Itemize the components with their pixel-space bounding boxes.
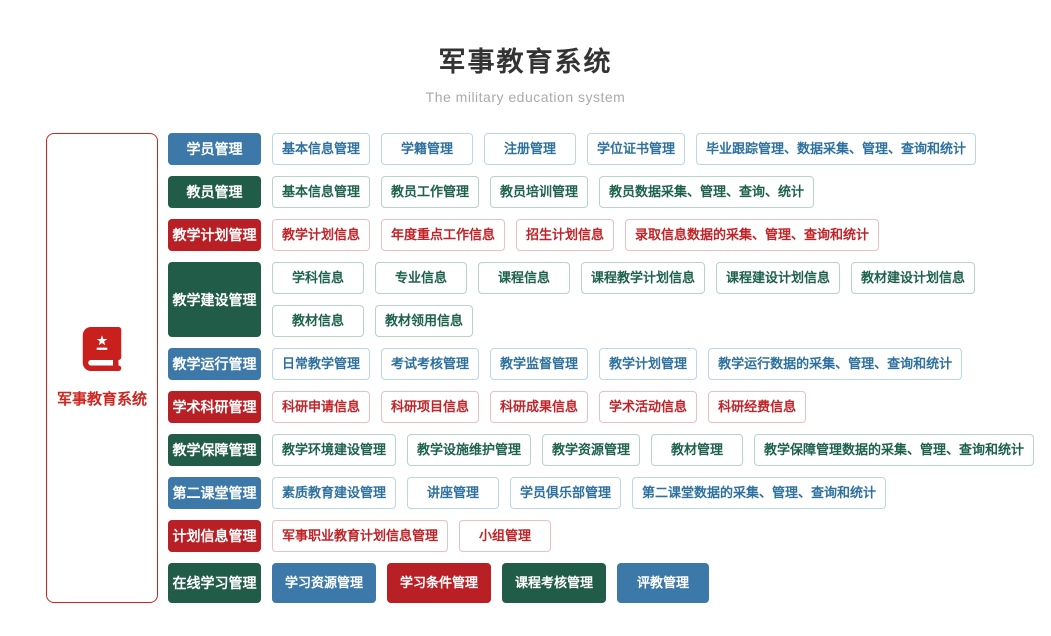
module-item-chip[interactable]: 教学计划管理 (599, 348, 698, 380)
module-lines-plan-information-management: 军事职业教育计划信息管理小组管理 (272, 520, 552, 552)
module-item-chip[interactable]: 学位证书管理 (587, 133, 686, 165)
module-item-chip[interactable]: 教员培训管理 (490, 176, 589, 208)
module-header-teaching-support-management[interactable]: 教学保障管理 (168, 434, 261, 466)
module-row-second-classroom-management: 第二课堂管理素质教育建设管理讲座管理学员俱乐部管理第二课堂数据的采集、管理、查询… (168, 477, 1034, 509)
book-star-icon (79, 327, 125, 376)
module-header-teaching-plan-management[interactable]: 教学计划管理 (168, 219, 261, 251)
module-item-chip[interactable]: 军事职业教育计划信息管理 (272, 520, 449, 552)
module-item-chip[interactable]: 课程信息 (478, 262, 570, 294)
module-header-plan-information-management[interactable]: 计划信息管理 (168, 520, 261, 552)
root-node-military-education-system: 军事教育系统 (46, 133, 158, 603)
module-item-chip[interactable]: 学习资源管理 (272, 563, 377, 603)
module-lines-online-learning-management: 学习资源管理学习条件管理课程考核管理评教管理 (272, 563, 710, 603)
page-subtitle: The military education system (425, 89, 626, 105)
module-item-chip[interactable]: 专业信息 (375, 262, 467, 294)
module-header-online-learning-management[interactable]: 在线学习管理 (168, 563, 261, 603)
module-item-chip[interactable]: 学习条件管理 (387, 563, 492, 603)
module-item-chip[interactable]: 小组管理 (459, 520, 552, 552)
module-item-chip[interactable]: 第二课堂数据的采集、管理、查询和统计 (632, 477, 887, 509)
module-line: 教学计划信息年度重点工作信息招生计划信息录取信息数据的采集、管理、查询和统计 (272, 219, 880, 251)
module-item-chip[interactable]: 录取信息数据的采集、管理、查询和统计 (625, 219, 880, 251)
module-line: 科研申请信息科研项目信息科研成果信息学术活动信息科研经费信息 (272, 391, 807, 423)
module-line: 日常教学管理考试考核管理教学监督管理教学计划管理教学运行数据的采集、管理、查询和… (272, 348, 963, 380)
module-item-chip[interactable]: 科研申请信息 (272, 391, 371, 423)
module-header-instructor-management[interactable]: 教员管理 (168, 176, 261, 208)
module-header-academic-research-management[interactable]: 学术科研管理 (168, 391, 261, 423)
module-item-chip[interactable]: 教材信息 (272, 305, 364, 337)
module-header-student-management[interactable]: 学员管理 (168, 133, 261, 165)
module-item-chip[interactable]: 学员俱乐部管理 (510, 477, 622, 509)
module-row-online-learning-management: 在线学习管理学习资源管理学习条件管理课程考核管理评教管理 (168, 563, 1034, 603)
module-item-chip[interactable]: 基本信息管理 (272, 133, 371, 165)
module-item-chip[interactable]: 教学计划信息 (272, 219, 371, 251)
module-line: 军事职业教育计划信息管理小组管理 (272, 520, 552, 552)
module-item-chip[interactable]: 教材领用信息 (375, 305, 474, 337)
module-lines-academic-research-management: 科研申请信息科研项目信息科研成果信息学术活动信息科研经费信息 (272, 391, 807, 423)
module-item-chip[interactable]: 学术活动信息 (599, 391, 698, 423)
module-item-chip[interactable]: 教学环境建设管理 (272, 434, 397, 466)
module-item-chip[interactable]: 学科信息 (272, 262, 364, 294)
module-line: 学习资源管理学习条件管理课程考核管理评教管理 (272, 563, 710, 603)
module-item-chip[interactable]: 考试考核管理 (381, 348, 480, 380)
module-item-chip[interactable]: 课程建设计划信息 (716, 262, 841, 294)
module-item-chip[interactable]: 素质教育建设管理 (272, 477, 397, 509)
module-item-chip[interactable]: 教学设施维护管理 (407, 434, 532, 466)
module-item-chip[interactable]: 课程考核管理 (502, 563, 607, 603)
module-item-chip[interactable]: 教员数据采集、管理、查询、统计 (599, 176, 815, 208)
module-lines-second-classroom-management: 素质教育建设管理讲座管理学员俱乐部管理第二课堂数据的采集、管理、查询和统计 (272, 477, 887, 509)
page-title: 军事教育系统 (438, 47, 613, 77)
module-line: 学科信息专业信息课程信息课程教学计划信息课程建设计划信息教材建设计划信息 (272, 262, 976, 294)
module-item-chip[interactable]: 科研经费信息 (708, 391, 807, 423)
module-item-chip[interactable]: 课程教学计划信息 (581, 262, 706, 294)
diagram-layout: 军事教育系统 学员管理基本信息管理学籍管理注册管理学位证书管理毕业跟踪管理、数据… (46, 133, 1035, 603)
module-item-chip[interactable]: 教学保障管理数据的采集、管理、查询和统计 (754, 434, 1035, 466)
module-item-chip[interactable]: 招生计划信息 (516, 219, 615, 251)
module-row-teaching-construction-management: 教学建设管理学科信息专业信息课程信息课程教学计划信息课程建设计划信息教材建设计划… (168, 262, 1034, 337)
page-header: 军事教育系统 The military education system (0, 0, 1051, 105)
module-line: 素质教育建设管理讲座管理学员俱乐部管理第二课堂数据的采集、管理、查询和统计 (272, 477, 887, 509)
module-lines-teaching-plan-management: 教学计划信息年度重点工作信息招生计划信息录取信息数据的采集、管理、查询和统计 (272, 219, 880, 251)
module-row-teaching-support-management: 教学保障管理教学环境建设管理教学设施维护管理教学资源管理教材管理教学保障管理数据… (168, 434, 1035, 466)
module-line: 基本信息管理学籍管理注册管理学位证书管理毕业跟踪管理、数据采集、管理、查询和统计 (272, 133, 977, 165)
module-item-chip[interactable]: 毕业跟踪管理、数据采集、管理、查询和统计 (696, 133, 977, 165)
module-rows: 学员管理基本信息管理学籍管理注册管理学位证书管理毕业跟踪管理、数据采集、管理、查… (168, 133, 1035, 603)
module-header-teaching-construction-management[interactable]: 教学建设管理 (168, 262, 261, 337)
module-lines-instructor-management: 基本信息管理教员工作管理教员培训管理教员数据采集、管理、查询、统计 (272, 176, 815, 208)
module-row-instructor-management: 教员管理基本信息管理教员工作管理教员培训管理教员数据采集、管理、查询、统计 (168, 176, 1034, 208)
module-line: 教材信息教材领用信息 (272, 305, 975, 337)
module-item-chip[interactable]: 基本信息管理 (272, 176, 371, 208)
module-header-teaching-operation-management[interactable]: 教学运行管理 (168, 348, 261, 380)
module-item-chip[interactable]: 学籍管理 (381, 133, 474, 165)
module-item-chip[interactable]: 教学运行数据的采集、管理、查询和统计 (708, 348, 963, 380)
module-row-academic-research-management: 学术科研管理科研申请信息科研项目信息科研成果信息学术活动信息科研经费信息 (168, 391, 1034, 423)
module-item-chip[interactable]: 教材管理 (651, 434, 744, 466)
module-header-second-classroom-management[interactable]: 第二课堂管理 (168, 477, 261, 509)
module-lines-student-management: 基本信息管理学籍管理注册管理学位证书管理毕业跟踪管理、数据采集、管理、查询和统计 (272, 133, 977, 165)
module-item-chip[interactable]: 日常教学管理 (272, 348, 371, 380)
module-item-chip[interactable]: 讲座管理 (407, 477, 500, 509)
module-lines-teaching-operation-management: 日常教学管理考试考核管理教学监督管理教学计划管理教学运行数据的采集、管理、查询和… (272, 348, 963, 380)
module-item-chip[interactable]: 教员工作管理 (381, 176, 480, 208)
module-row-student-management: 学员管理基本信息管理学籍管理注册管理学位证书管理毕业跟踪管理、数据采集、管理、查… (168, 133, 1034, 165)
module-item-chip[interactable]: 教学资源管理 (542, 434, 641, 466)
module-item-chip[interactable]: 注册管理 (484, 133, 577, 165)
module-lines-teaching-support-management: 教学环境建设管理教学设施维护管理教学资源管理教材管理教学保障管理数据的采集、管理… (272, 434, 1035, 466)
module-item-chip[interactable]: 年度重点工作信息 (381, 219, 506, 251)
module-line: 教学环境建设管理教学设施维护管理教学资源管理教材管理教学保障管理数据的采集、管理… (272, 434, 1035, 466)
module-item-chip[interactable]: 科研成果信息 (490, 391, 589, 423)
module-item-chip[interactable]: 科研项目信息 (381, 391, 480, 423)
module-item-chip[interactable]: 评教管理 (617, 563, 710, 603)
module-lines-teaching-construction-management: 学科信息专业信息课程信息课程教学计划信息课程建设计划信息教材建设计划信息教材信息… (272, 262, 976, 337)
root-node-label: 军事教育系统 (56, 391, 147, 408)
module-line: 基本信息管理教员工作管理教员培训管理教员数据采集、管理、查询、统计 (272, 176, 815, 208)
module-item-chip[interactable]: 教学监督管理 (490, 348, 589, 380)
module-row-teaching-plan-management: 教学计划管理教学计划信息年度重点工作信息招生计划信息录取信息数据的采集、管理、查… (168, 219, 1034, 251)
module-row-teaching-operation-management: 教学运行管理日常教学管理考试考核管理教学监督管理教学计划管理教学运行数据的采集、… (168, 348, 1034, 380)
module-row-plan-information-management: 计划信息管理军事职业教育计划信息管理小组管理 (168, 520, 1034, 552)
module-item-chip[interactable]: 教材建设计划信息 (851, 262, 976, 294)
